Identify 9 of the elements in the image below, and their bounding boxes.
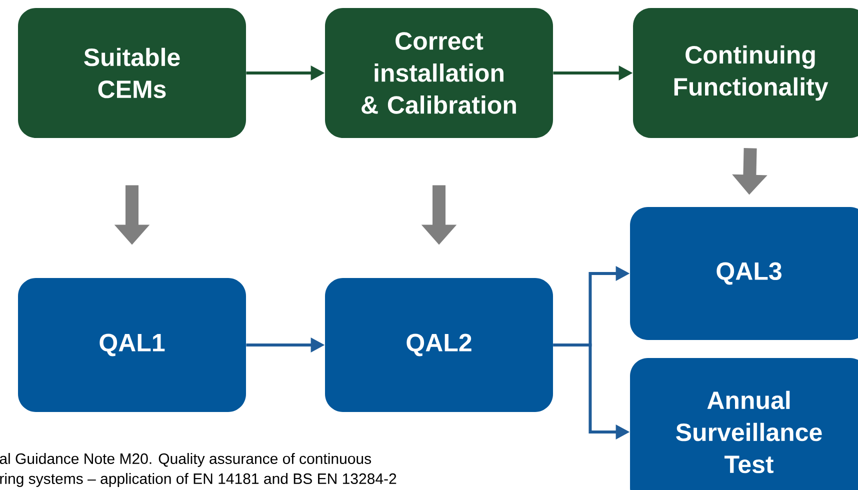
stage-box: QAL2	[325, 278, 553, 412]
note-text: ring systems – application of EN 14181 and BS EN 13284-2	[0, 473, 396, 487]
step-box: Suitable CEMs	[18, 8, 246, 138]
note-text: al Guidance Note M20. Quality assurance of continuous	[0, 453, 372, 467]
stage-box: QAL3	[630, 207, 858, 340]
step-box: Correct installation & Calibration	[325, 8, 553, 138]
stage-box: Annual Surveillance Test	[630, 358, 858, 490]
step-box: Continuing Functionality	[633, 8, 858, 138]
stage-box: QAL1	[18, 278, 246, 412]
